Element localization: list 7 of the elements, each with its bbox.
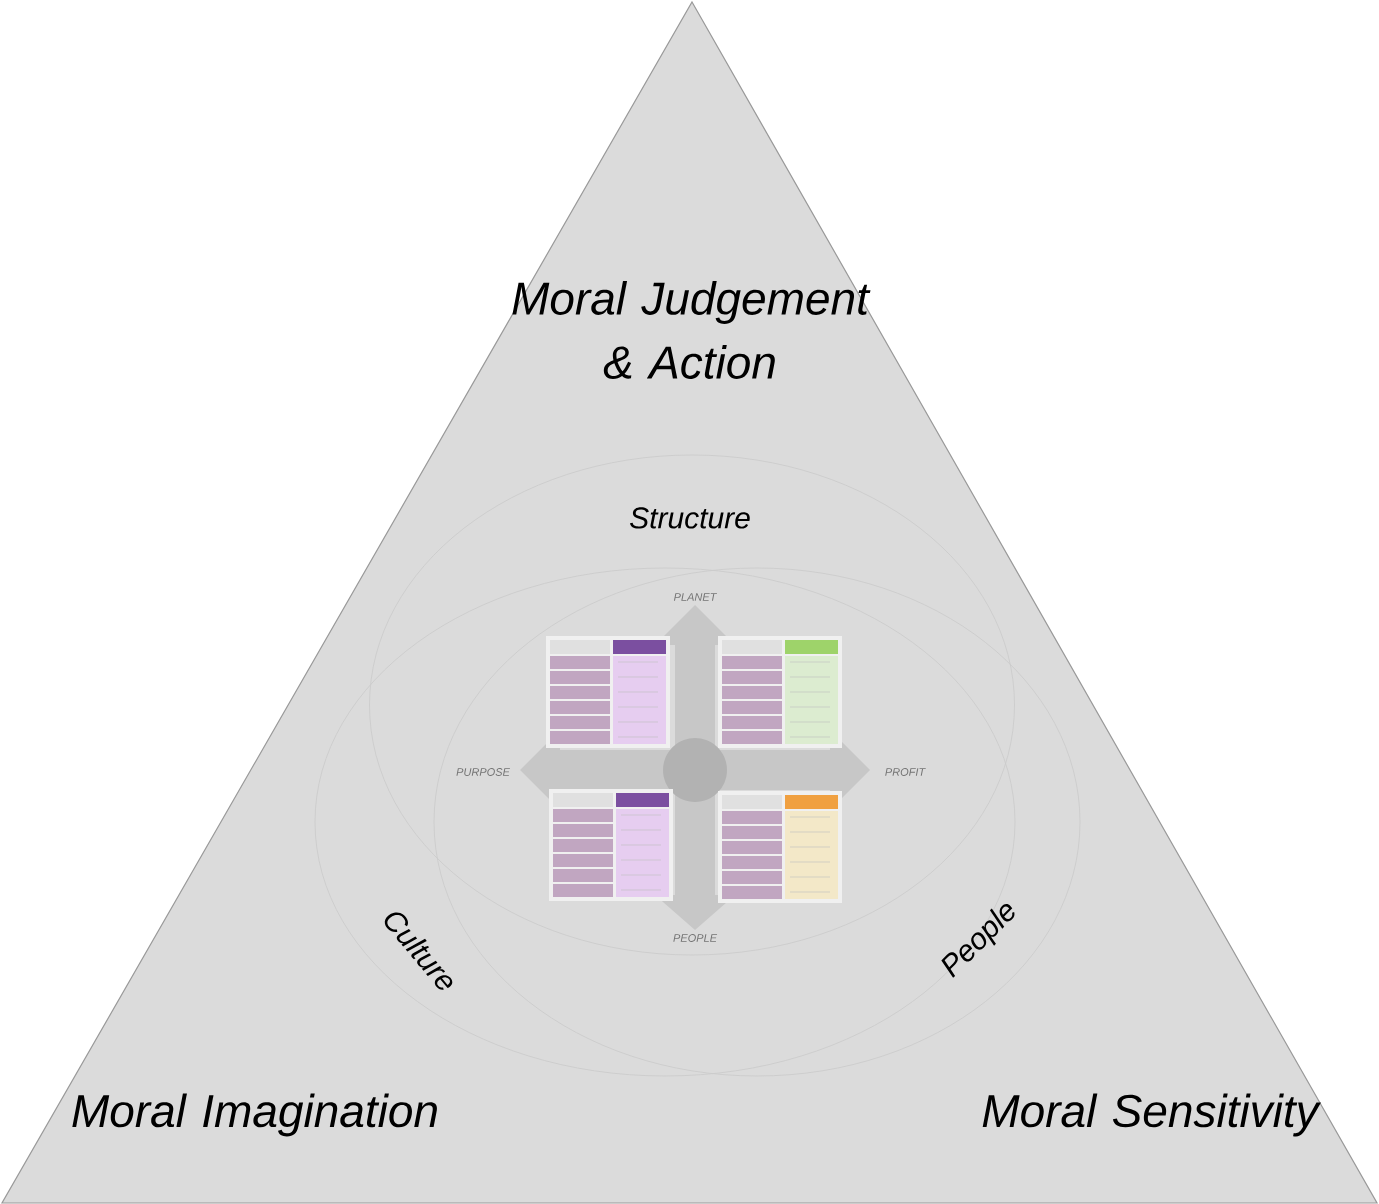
axis-label: PLANET bbox=[673, 593, 718, 601]
corner-label: Moral Judgement & Action bbox=[512, 281, 871, 379]
axis-label: PURPOSE bbox=[456, 768, 510, 776]
corner-label: Moral Sensitivity bbox=[982, 1093, 1321, 1137]
axis-label: PROFIT bbox=[885, 768, 926, 776]
corner-label: Moral Imagination bbox=[72, 1093, 437, 1137]
axis-label: PEOPLE bbox=[673, 934, 718, 942]
